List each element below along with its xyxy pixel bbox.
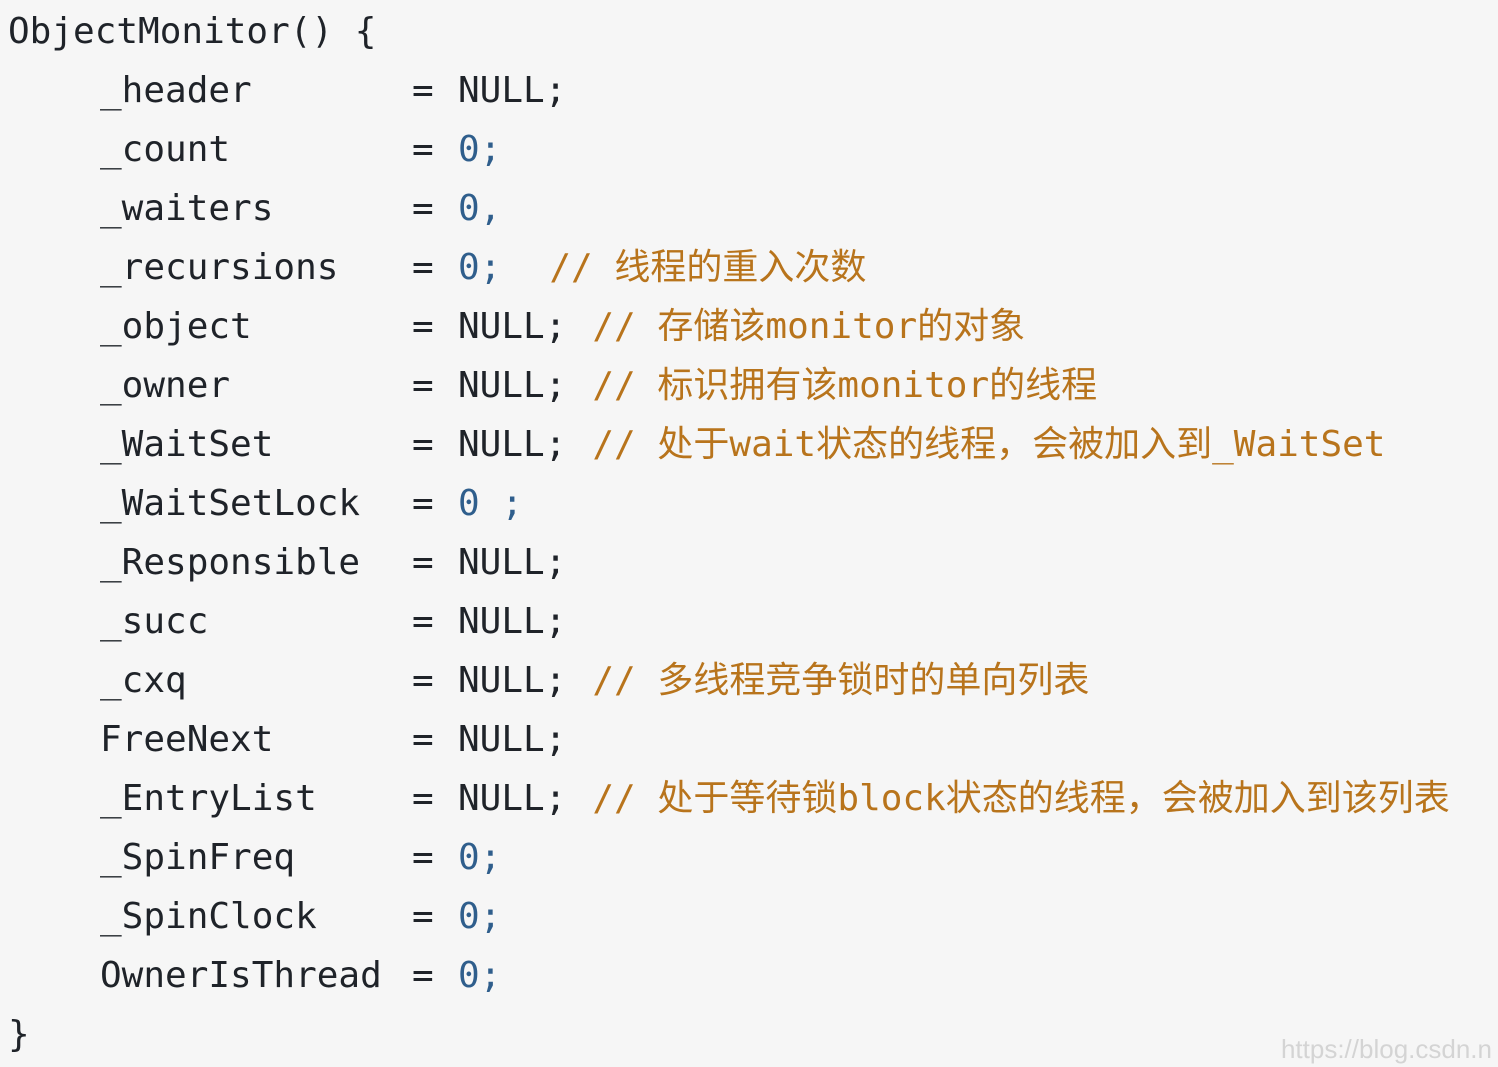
field-line: _owner = NULL; // 标识拥有该monitor的线程 <box>8 356 1450 415</box>
field-line: _SpinClock = 0; <box>8 887 1450 946</box>
field-name: _header <box>100 70 252 111</box>
field-value: NULL; <box>458 778 567 819</box>
field-line: _header = NULL; <box>8 61 1450 120</box>
field-value: 0, <box>458 188 502 229</box>
field-name: OwnerIsThread <box>100 955 382 996</box>
constructor-header: ObjectMonitor() { <box>8 11 377 52</box>
field-line: FreeNext = NULL; <box>8 710 1450 769</box>
field-value: NULL; <box>458 601 567 642</box>
field-name: _owner <box>100 365 231 406</box>
code-block: ObjectMonitor() { _header = NULL; _count = 0… <box>8 0 1450 1064</box>
field-value: NULL; <box>458 660 567 701</box>
equals-sign: = <box>412 601 434 642</box>
field-name: _count <box>100 129 231 170</box>
field-line: _SpinFreq = 0; <box>8 828 1450 887</box>
field-name: FreeNext <box>100 719 274 760</box>
field-value: NULL; <box>458 306 567 347</box>
field-line: _WaitSet = NULL; // 处于wait状态的线程，会被加入到_WaitS… <box>8 415 1450 474</box>
field-name: _waiters <box>100 188 274 229</box>
equals-sign: = <box>412 365 434 406</box>
equals-sign: = <box>412 70 434 111</box>
field-value: NULL; <box>458 365 567 406</box>
field-value: NULL; <box>458 424 567 465</box>
field-line: _object = NULL; // 存储该monitor的对象 <box>8 297 1450 356</box>
field-value: NULL; <box>458 719 567 760</box>
code-comment: // 多线程竞争锁时的单向列表 <box>592 660 1090 701</box>
equals-sign: = <box>412 660 434 701</box>
equals-sign: = <box>412 778 434 819</box>
code-comment: // 处于wait状态的线程，会被加入到_WaitSet <box>592 424 1386 465</box>
equals-sign: = <box>412 483 434 524</box>
code-comment: // 标识拥有该monitor的线程 <box>592 365 1098 406</box>
closing-brace: } <box>8 1014 30 1055</box>
field-value: 0; <box>458 955 502 996</box>
equals-sign: = <box>412 129 434 170</box>
field-name: _WaitSetLock <box>100 483 361 524</box>
field-value: NULL; <box>458 70 567 111</box>
field-value: 0 ; <box>458 483 524 524</box>
field-value: NULL; <box>458 542 567 583</box>
field-value: 0; <box>458 247 502 288</box>
equals-sign: = <box>412 955 434 996</box>
field-line: _Responsible = NULL; <box>8 533 1450 592</box>
equals-sign: = <box>412 247 434 288</box>
field-line: _recursions = 0; // 线程的重入次数 <box>8 238 1450 297</box>
field-line: OwnerIsThread = 0; <box>8 946 1450 1005</box>
equals-sign: = <box>412 896 434 937</box>
equals-sign: = <box>412 424 434 465</box>
equals-sign: = <box>412 719 434 760</box>
equals-sign: = <box>412 188 434 229</box>
field-value: 0; <box>458 129 502 170</box>
field-line: _WaitSetLock = 0 ; <box>8 474 1450 533</box>
field-name: _SpinFreq <box>100 837 296 878</box>
field-line: _count = 0; <box>8 120 1450 179</box>
equals-sign: = <box>412 306 434 347</box>
equals-sign: = <box>412 837 434 878</box>
field-line: _succ = NULL; <box>8 592 1450 651</box>
field-name: _WaitSet <box>100 424 274 465</box>
field-name: _recursions <box>100 247 339 288</box>
field-name: _Responsible <box>100 542 361 583</box>
field-name: _EntryList <box>100 778 317 819</box>
field-line: _waiters = 0, <box>8 179 1450 238</box>
field-value: 0; <box>458 896 502 937</box>
field-name: _object <box>100 306 252 347</box>
field-name: _cxq <box>100 660 187 701</box>
field-line: _cxq = NULL; // 多线程竞争锁时的单向列表 <box>8 651 1450 710</box>
code-comment: // 处于等待锁block状态的线程，会被加入到该列表 <box>592 778 1450 819</box>
equals-sign: = <box>412 542 434 583</box>
code-comment: // 线程的重入次数 <box>549 247 867 288</box>
code-comment: // 存储该monitor的对象 <box>592 306 1026 347</box>
field-name: _succ <box>100 601 209 642</box>
field-value: 0; <box>458 837 502 878</box>
field-name: _SpinClock <box>100 896 317 937</box>
watermark: https://blog.csdn.n <box>1280 1034 1492 1064</box>
field-line: _EntryList = NULL; // 处于等待锁block状态的线程，会被加入到… <box>8 769 1450 828</box>
